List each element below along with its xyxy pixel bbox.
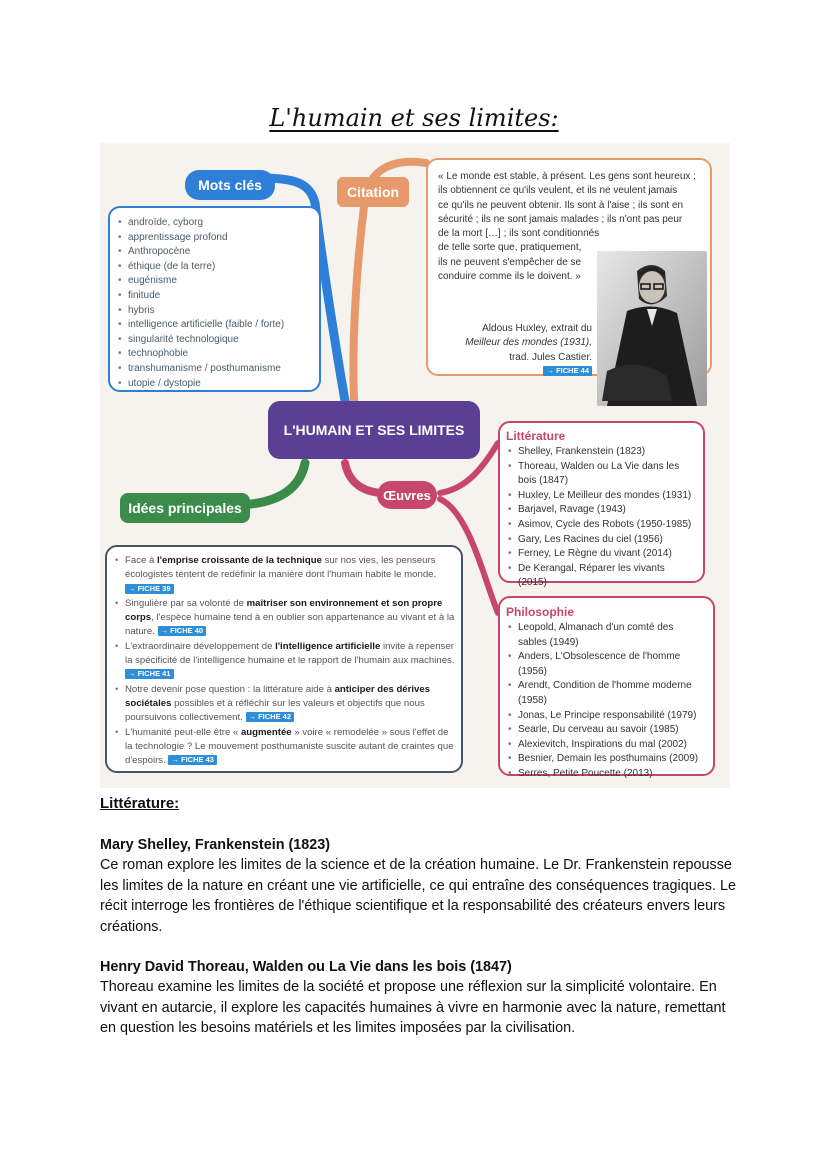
idea-item: L'extraordinaire développement de l'inte… <box>113 640 455 683</box>
literature-heading: Littérature <box>506 429 566 443</box>
philosophy-item: Searle, Du cerveau au savoir (1985) <box>506 723 705 738</box>
book-description: Ce roman explore les limites de la scien… <box>100 857 736 935</box>
author-portrait <box>597 251 707 406</box>
keyword-item: transhumanisme / posthumanisme <box>116 362 313 377</box>
quote-line: « Le monde est stable, à présent. Les ge… <box>438 171 696 182</box>
literature-item: Shelley, Frankenstein (1823) <box>506 445 695 460</box>
idea-item: Face à l'emprise croissante de la techni… <box>113 554 455 597</box>
ideas-list: Face à l'emprise croissante de la techni… <box>113 554 455 768</box>
literature-item: Asimov, Cycle des Robots (1950-1985) <box>506 518 695 533</box>
fiche-tag: → FICHE 39 <box>125 583 174 594</box>
philosophy-list: Leopold, Almanach d'un comté des sables … <box>506 621 705 782</box>
keyword-item: singularité technologique <box>116 333 313 348</box>
philosophy-box: Philosophie Leopold, Almanach d'un comté… <box>498 596 715 781</box>
literature-item: Thoreau, Walden ou La Vie dans les bois … <box>506 460 695 489</box>
philosophy-item: Anders, L'Obsolescence de l'homme (1956) <box>506 650 705 679</box>
portrait-image <box>597 251 707 406</box>
section-title: Littérature: <box>100 795 180 812</box>
oeuvres-label: Œuvres <box>377 481 437 509</box>
page-title: L'humain et ses limites: <box>269 104 559 132</box>
quote-line: de la mort […] ; ils sont conditionnés <box>438 228 600 240</box>
book-title: Henry David Thoreau, Walden ou La Vie da… <box>100 959 512 975</box>
quote-text: « Le monde est stable, à présent. Les ge… <box>438 170 708 284</box>
fiche-tag: → FICHE 43 <box>168 755 217 766</box>
philosophy-item: Arendt, Condition de l'homme moderne (19… <box>506 679 705 708</box>
keyword-item: androïde, cyborg <box>116 216 313 231</box>
literature-item: De Kerangal, Réparer les vivants (2015) <box>506 562 695 591</box>
literature-list: Shelley, Frankenstein (1823) Thoreau, Wa… <box>506 445 695 591</box>
fiche-tag: → FICHE 40 <box>157 626 207 637</box>
idea-item: Singulière par sa volonté de maîtriser s… <box>113 597 455 640</box>
literature-box: Littérature Shelley, Frankenstein (1823)… <box>498 421 705 588</box>
mind-map-figure: Mots clés androïde, cyborg apprentissage… <box>100 143 730 788</box>
philosophy-item: Alexievitch, Inspirations du mal (2002) <box>506 738 705 753</box>
quote-author-line: Meilleur des mondes (1931), <box>465 337 592 349</box>
quote-line: ce qu'ils ne peuvent obtenir. Ils sont à… <box>438 199 684 211</box>
keyword-item: finitude <box>116 289 313 304</box>
philosophy-item: Jonas, Le Principe responsabilité (1979) <box>506 709 705 724</box>
quote-line: de telle sorte que, pratiquement, <box>438 242 582 254</box>
keywords-list: androïde, cyborg apprentissage profond A… <box>116 216 313 391</box>
fiche-tag: → FICHE 42 <box>245 712 295 723</box>
ideas-box: Face à l'emprise croissante de la techni… <box>105 545 463 773</box>
keyword-item: intelligence artificielle (faible / fort… <box>116 318 313 333</box>
book-entry: Mary Shelley, Frankenstein (1823) Ce rom… <box>100 835 740 937</box>
book-entry: Henry David Thoreau, Walden ou La Vie da… <box>100 957 740 1039</box>
keyword-item: utopie / dystopie <box>116 377 313 392</box>
keyword-item: Anthropocène <box>116 245 313 260</box>
quote-line: ils ne peuvent s'empêcher de se <box>438 256 582 268</box>
keyword-item: éthique (de la terre) <box>116 260 313 275</box>
quote-author-line: trad. Jules Castier. <box>509 351 592 363</box>
book-description: Thoreau examine les limites de la sociét… <box>100 979 726 1037</box>
book-title: Mary Shelley, Frankenstein (1823) <box>100 837 331 853</box>
ideas-label: Idées principales <box>120 493 250 523</box>
fiche-tag: → FICHE 44 <box>543 365 592 376</box>
philosophy-item: Leopold, Almanach d'un comté des sables … <box>506 621 705 650</box>
literature-item: Ferney, Le Règne du vivant (2014) <box>506 547 695 562</box>
keyword-item: technophobie <box>116 347 313 362</box>
keywords-label: Mots clés <box>185 170 275 200</box>
quote-line: conduire comme ils le doivent. » <box>438 271 581 283</box>
philosophy-heading: Philosophie <box>506 605 575 619</box>
literature-item: Huxley, Le Meilleur des mondes (1931) <box>506 489 695 504</box>
keyword-item: hybris <box>116 304 313 319</box>
philosophy-item: Besnier, Demain les posthumains (2009) <box>506 752 705 767</box>
quote-line: ils obtiennent ce qu'ils veulent, et ils… <box>438 185 678 197</box>
idea-item: Notre devenir pose question : la littéra… <box>113 683 455 726</box>
quote-author: Aldous Huxley, extrait du Meilleur des m… <box>422 322 592 379</box>
citation-label: Citation <box>337 177 409 207</box>
literature-item: Gary, Les Racines du ciel (1956) <box>506 533 695 548</box>
quote-author-line: Aldous Huxley, extrait du <box>482 323 592 334</box>
philosophy-item: Serres, Petite Poucette (2013) <box>506 767 705 782</box>
center-topic: L'HUMAIN ET SES LIMITES <box>268 401 480 459</box>
fiche-tag: → FICHE 41 <box>125 669 174 680</box>
keyword-item: apprentissage profond <box>116 231 313 246</box>
keyword-item: eugénisme <box>116 274 313 289</box>
literature-item: Barjavel, Ravage (1943) <box>506 503 695 518</box>
quote-line: sécurité ; ils ne sont jamais malades ; … <box>438 213 683 225</box>
idea-item: L'humanité peut-elle être « augmentée » … <box>113 726 455 769</box>
keywords-box: androïde, cyborg apprentissage profond A… <box>108 206 321 392</box>
